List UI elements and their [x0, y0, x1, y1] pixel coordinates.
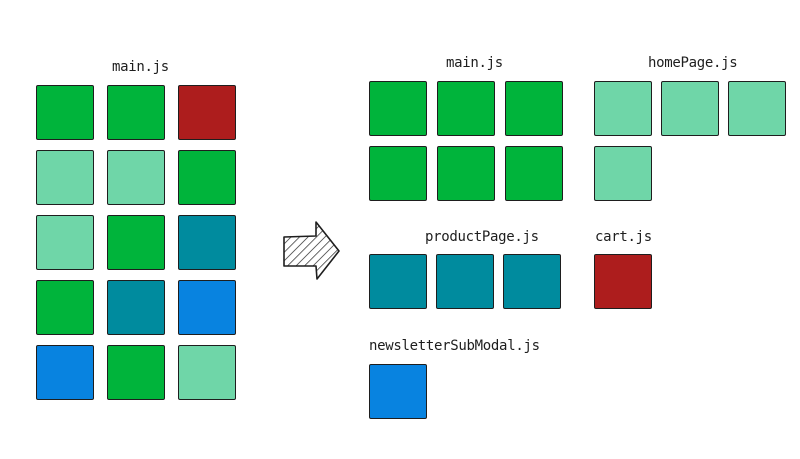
newsletter-chunk-label: newsletterSubModal.js [369, 338, 540, 354]
home-module-block [594, 81, 652, 136]
home-module-block [728, 81, 786, 136]
before-bundle-label: main.js [112, 59, 169, 75]
main-module-block [437, 146, 495, 201]
main-module-block [369, 81, 427, 136]
before-module-block [178, 215, 236, 270]
before-module-block [36, 280, 94, 335]
product-module-block [369, 254, 427, 309]
before-module-block [107, 150, 165, 205]
productpage-chunk-label: productPage.js [425, 229, 539, 245]
before-module-block [107, 345, 165, 400]
before-module-block [178, 85, 236, 140]
product-module-block [503, 254, 561, 309]
before-module-block [107, 280, 165, 335]
before-module-block [36, 85, 94, 140]
main-module-block [505, 81, 563, 136]
main-chunk-label: main.js [446, 55, 503, 71]
main-module-block [437, 81, 495, 136]
home-module-block [594, 146, 652, 201]
before-module-block [107, 215, 165, 270]
cart-module-block [594, 254, 652, 309]
before-module-block [107, 85, 165, 140]
product-module-block [436, 254, 494, 309]
before-module-block [178, 345, 236, 400]
main-module-block [369, 146, 427, 201]
home-module-block [661, 81, 719, 136]
before-module-block [36, 150, 94, 205]
cart-chunk-label: cart.js [595, 229, 652, 245]
hatched-arrow-icon [283, 221, 340, 280]
before-module-block [36, 345, 94, 400]
before-module-block [36, 215, 94, 270]
main-module-block [505, 146, 563, 201]
before-module-block [178, 280, 236, 335]
newsletter-module-block [369, 364, 427, 419]
homepage-chunk-label: homePage.js [648, 55, 738, 71]
before-module-block [178, 150, 236, 205]
